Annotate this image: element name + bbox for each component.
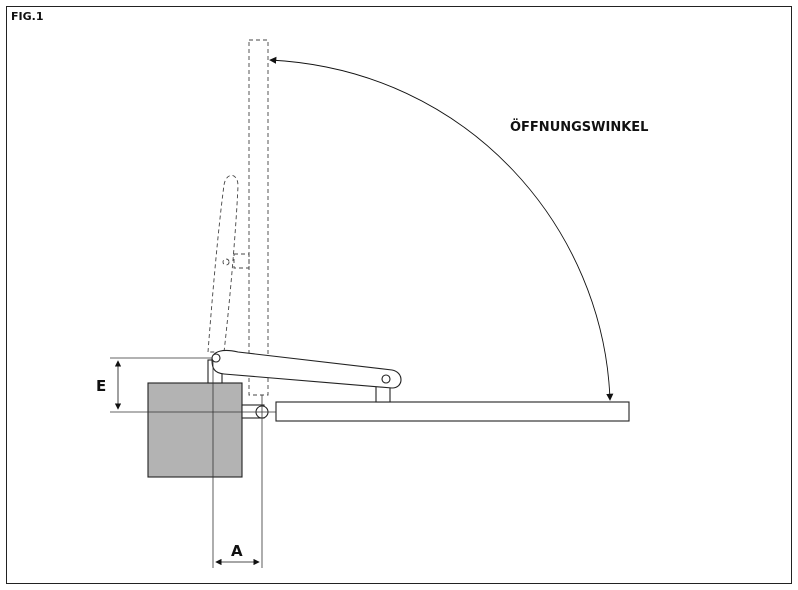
- dimension-a-label: A: [231, 542, 243, 560]
- operator-arm: [211, 350, 402, 389]
- motor-housing: [147, 382, 243, 478]
- figure-frame: [6, 6, 792, 584]
- arm-end-pivot: [381, 374, 391, 384]
- opening-angle-arc: [269, 56, 614, 401]
- arm-open-pivot-dashed: [222, 258, 230, 266]
- arm-open-dashed: [207, 174, 239, 353]
- gate-leaf-closed: [275, 401, 630, 422]
- opening-angle-label: ÖFFNUNGSWINKEL: [510, 119, 648, 135]
- gate-bracket-open-dashed: [233, 253, 250, 269]
- figure-label: FIG.1: [11, 10, 44, 23]
- dimension-e-label: E: [96, 377, 106, 395]
- gate-leaf-open-dashed: [248, 39, 269, 396]
